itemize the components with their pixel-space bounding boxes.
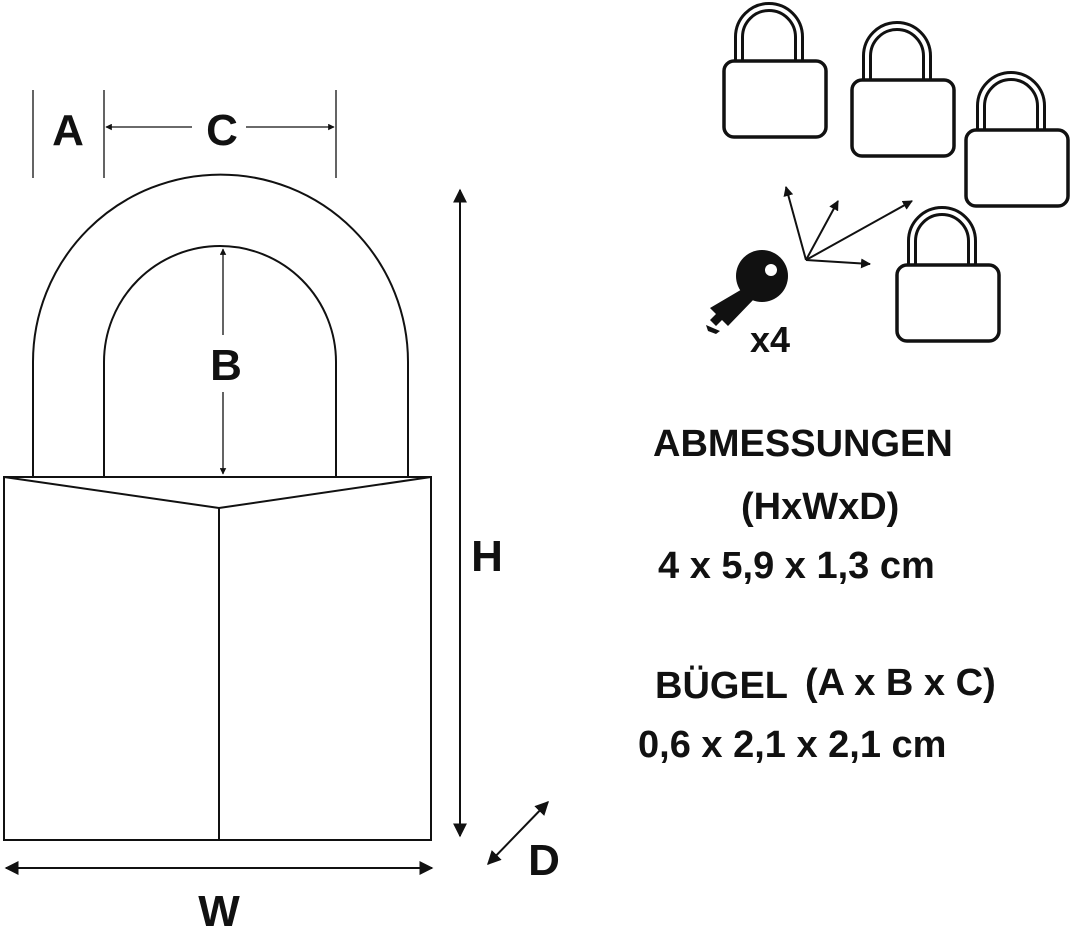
label-h: H <box>471 532 503 581</box>
padlock-group <box>722 2 1070 343</box>
label-d: D <box>528 836 560 885</box>
shackle-inner-outline <box>103 245 337 477</box>
label-w: W <box>198 887 240 931</box>
shackle-value: 0,6 x 2,1 x 2,1 cm <box>638 724 947 766</box>
dimensions-value: 4 x 5,9 x 1,3 cm <box>658 545 935 587</box>
padlock-drawing <box>3 173 432 841</box>
lock-body-bevel <box>3 476 432 510</box>
label-a: A <box>52 106 84 155</box>
padlock-icon <box>722 2 828 139</box>
arrow-line <box>805 258 871 269</box>
label-b: B <box>210 341 242 390</box>
key-icon <box>706 250 788 334</box>
padlock-icon <box>964 71 1070 208</box>
shackle-title: BÜGEL <box>655 665 788 707</box>
dimensions-title: ABMESSUNGEN <box>653 423 953 465</box>
padlock-icon <box>895 206 1001 343</box>
d-dimension-arrow <box>487 800 549 866</box>
dimension-lines <box>4 90 549 875</box>
arrow-line <box>805 200 913 261</box>
arrow-line <box>783 186 807 261</box>
shackle-format: (A x B x C) <box>805 662 996 704</box>
label-c: C <box>206 106 238 155</box>
key-count-label: x4 <box>750 319 790 360</box>
key-to-lock-arrows <box>783 186 913 269</box>
dimensions-format: (HxWxD) <box>741 486 900 528</box>
shackle-outline <box>32 173 409 477</box>
padlock-icon <box>850 21 956 158</box>
arrow-line <box>805 200 839 261</box>
lock-body <box>3 476 432 841</box>
